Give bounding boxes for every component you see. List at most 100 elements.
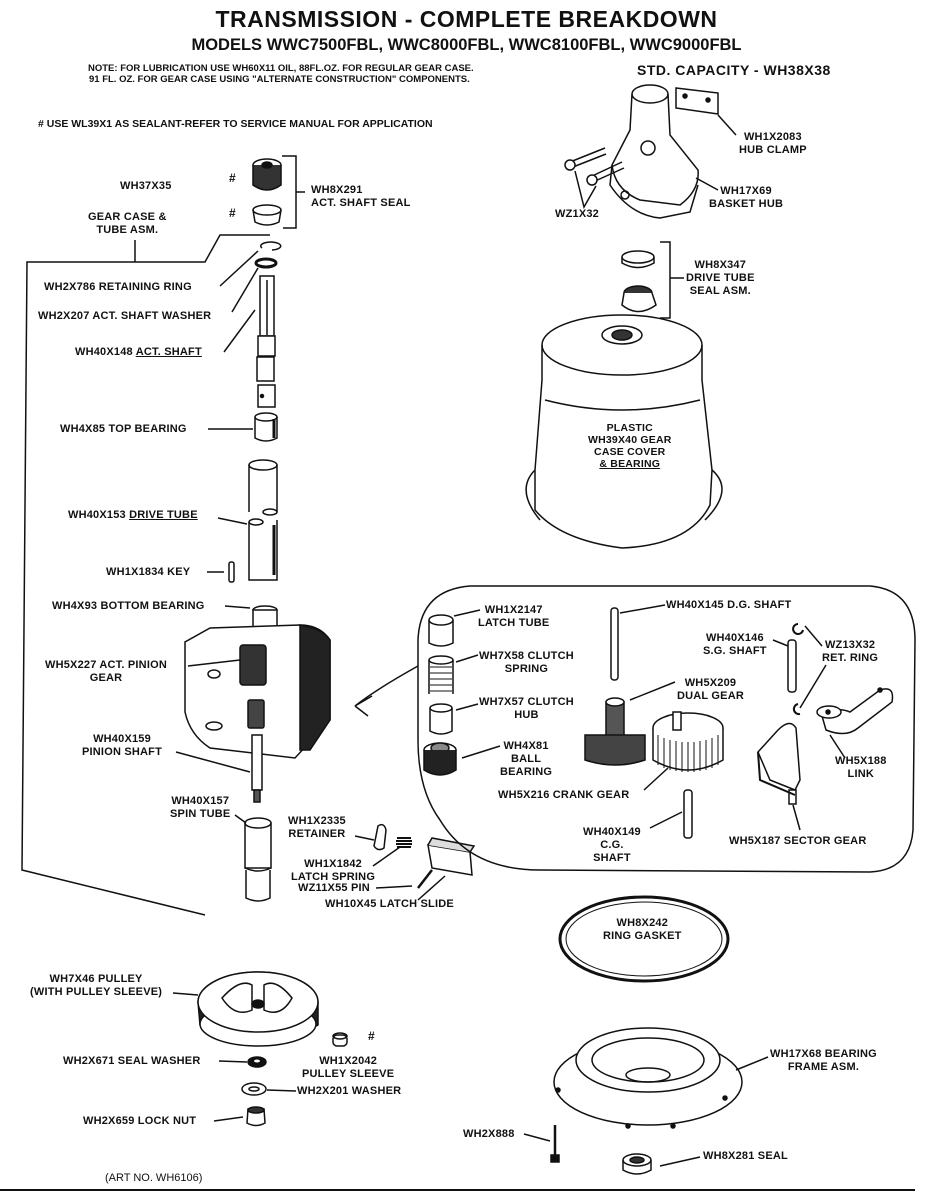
drive-tube-seal-bracket [660, 241, 684, 319]
label-ret-ring: WZ13X32 RET. RING [822, 639, 878, 665]
part-number: WH5X188 [835, 755, 887, 767]
label-drive-tube-seal: WH8X347 DRIVE TUBE SEAL ASM. [686, 259, 755, 298]
part-number: WH40X159 [93, 733, 151, 745]
ret-ring-icon [792, 623, 804, 635]
wh2x888-leader [523, 1133, 551, 1142]
label-act-shaft: WH40X148 ACT. SHAFT [75, 346, 202, 359]
drive-tube-icon [248, 459, 278, 581]
label-clutch-spring: WH7X58 CLUTCH SPRING [479, 650, 574, 676]
part-name: DRIVE TUBE [686, 272, 755, 284]
part-name: LATCH SPRING [291, 871, 376, 883]
part-name: TUBE ASM. [96, 224, 159, 236]
part-name: ACT. SHAFT SEAL [311, 197, 411, 209]
latch-slide-icon [427, 837, 476, 876]
label-latch-slide: WH10X45 LATCH SLIDE [325, 898, 454, 910]
part-name: ACT. SHAFT [135, 346, 202, 358]
gear-case-icon [184, 605, 331, 803]
label-pulley-sleeve: WH1X2042 PULLEY SLEEVE [302, 1055, 394, 1081]
ret-ring-leader-2 [799, 664, 827, 709]
label-seal-washer: WH2X671 SEAL WASHER [63, 1055, 201, 1067]
ball-bearing-leader [461, 745, 501, 759]
latch-tube-leader [453, 609, 481, 617]
basket-hub-icon [609, 84, 699, 219]
part-name: & BEARING [599, 458, 661, 470]
gear-train-outline [417, 585, 916, 873]
label-dual-gear: WH5X209 DUAL GEAR [677, 677, 744, 703]
seal-icon [622, 1153, 652, 1175]
clutch-spring-icon [428, 655, 454, 694]
label-wz1x32: WZ1X32 [555, 208, 599, 220]
label-drive-tube: WH40X153 DRIVE TUBE [68, 509, 198, 522]
part-number: WH8X347 [694, 259, 747, 271]
screw-icon [564, 147, 625, 186]
part-name: (WITH PULLEY SLEEVE) [30, 986, 163, 998]
label-retainer: WH1X2335 RETAINER [288, 815, 346, 841]
wz1x32-leader [574, 170, 597, 209]
label-gear-case-cover: PLASTIC WH39X40 GEAR CASE COVER & BEARIN… [588, 422, 672, 470]
retaining-ring-icon [259, 241, 282, 251]
label-dg-shaft: WH40X145 D.G. SHAFT [666, 599, 792, 611]
label-basket-hub: WH17X69 BASKET HUB [709, 185, 783, 211]
latch-spring-icon [396, 837, 412, 848]
ring-gasket-inner [565, 901, 723, 977]
seal-bracket [282, 155, 305, 229]
part-number: WH1X2335 [288, 815, 346, 827]
part-number: WH7X46 PULLEY [49, 973, 143, 985]
part-number: WZ13X32 [824, 639, 876, 651]
part-number: WH1X1842 [304, 858, 362, 870]
sg-shaft-leader [772, 639, 789, 647]
part-name: FRAME ASM. [787, 1061, 860, 1073]
retainer-icon [373, 823, 387, 851]
pulley-leader [172, 992, 199, 996]
label-sg-shaft: WH40X146 S.G. SHAFT [703, 632, 767, 658]
label-hub-clamp: WH1X2083 HUB CLAMP [739, 131, 807, 157]
label-bottom-bearing: WH4X93 BOTTOM BEARING [52, 600, 205, 612]
part-name: GEAR [89, 672, 123, 684]
part-name: DUAL GEAR [677, 690, 744, 702]
crank-gear-leader [643, 767, 669, 791]
part-number: WH40X148 [75, 346, 136, 358]
label-latch-spring: WH1X1842 LATCH SPRING [291, 858, 375, 884]
latch-tube-icon [428, 614, 454, 647]
label-act-pinion-gear: WH5X227 ACT. PINION GEAR [45, 659, 167, 685]
part-name: BEARING [500, 766, 553, 778]
retainer-leader [354, 835, 375, 841]
label-act-shaft-washer: WH2X207 ACT. SHAFT WASHER [38, 310, 212, 322]
part-number: WH5X209 [684, 677, 737, 689]
ball-bearing-icon [423, 742, 457, 776]
act-shaft-leader [223, 309, 256, 353]
label-gear-case-tube-asm: GEAR CASE & TUBE ASM. [88, 211, 167, 237]
clutch-spring-leader [455, 654, 479, 663]
pin-icon [417, 869, 433, 889]
label-act-shaft-seal: WH8X291 ACT. SHAFT SEAL [311, 184, 411, 210]
washer-leader [231, 267, 259, 313]
pinion-shaft-leader [175, 751, 251, 773]
part-name: RET. RING [822, 652, 879, 664]
act-shaft-seal-icon [252, 158, 282, 226]
note-line-1: NOTE: FOR LUBRICATION USE WH60X11 OIL, 8… [88, 63, 474, 74]
part-number: WH17X69 [720, 185, 772, 197]
drive-tube-seal-icon [621, 250, 657, 313]
gear-case-cover-icon [525, 314, 723, 549]
dg-shaft-icon [610, 607, 619, 681]
label-pinion-shaft: WH40X159 PINION SHAFT [82, 733, 162, 759]
clutch-hub-icon [429, 703, 453, 735]
sector-gear-icon [757, 722, 801, 805]
label-washer: WH2X201 WASHER [297, 1085, 402, 1097]
flat-washer-icon [241, 1082, 267, 1096]
dg-shaft-leader [619, 604, 666, 614]
part-name: PLASTIC [606, 422, 653, 434]
washer-leader [266, 1089, 297, 1092]
label-bearing-frame: WH17X68 BEARING FRAME ASM. [770, 1048, 877, 1074]
part-name: LATCH TUBE [478, 617, 550, 629]
sg-shaft-icon [787, 639, 797, 693]
pointer-arrow [354, 665, 419, 717]
part-name: HUB [514, 709, 539, 721]
part-number: WH1X2083 [743, 131, 802, 143]
note-line-2: 91 FL. OZ. FOR GEAR CASE USING "ALTERNAT… [89, 74, 470, 85]
label-lock-nut: WH2X659 LOCK NUT [83, 1115, 197, 1127]
part-number: WH17X68 BEARING [770, 1048, 877, 1060]
basket-hub-leader [695, 177, 719, 191]
label-pin: WZ11X55 PIN [298, 882, 370, 894]
